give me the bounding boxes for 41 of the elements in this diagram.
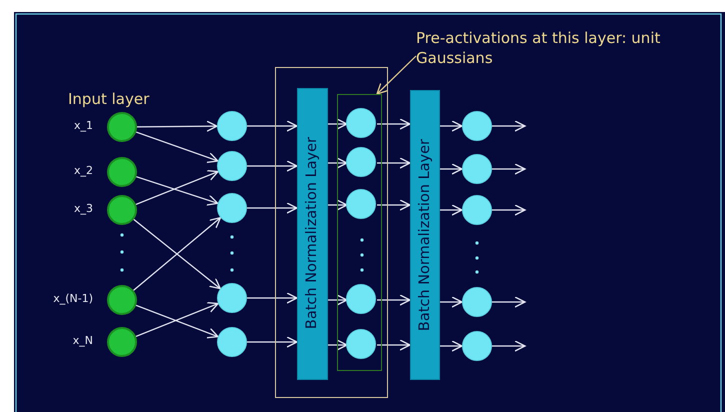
input-label: x_N [72,334,93,347]
arrow [377,199,411,211]
arrow [136,176,218,206]
arrow [440,120,463,132]
highlight-frame [336,94,382,370]
arrow [440,163,463,175]
input-label: x_3 [74,202,93,215]
arrow [137,120,218,132]
input-label: x_(N-1) [53,292,93,305]
arrow [377,294,411,306]
arrow [328,157,348,169]
arrow [377,157,411,169]
arrow [247,336,298,348]
annotation-text: Pre-activations at this layer: unit Gaussians [416,28,661,70]
arrow [440,296,463,308]
group-frame [275,67,388,398]
arrow [136,131,218,163]
arrow [328,339,348,351]
arrow [492,340,526,352]
arrow [440,204,463,216]
arrow [247,120,298,132]
arrow [328,294,348,306]
arrow [247,202,298,214]
arrow [492,204,526,216]
input-label: x_2 [74,164,93,177]
arrow [377,339,411,351]
arrow [247,292,298,304]
arrow [492,120,526,132]
arrow [492,163,526,175]
arrow [377,118,411,130]
arrow [328,199,348,211]
layer-bar: Batch Normalization Layer [296,88,328,380]
arrow [492,296,526,308]
arrow [136,170,219,205]
layer-bar: Batch Normalization Layer [410,90,440,380]
arrow [328,118,348,130]
leader-arrow [376,56,416,95]
arrow [247,160,298,172]
arrow [440,340,463,352]
input-label: x_1 [74,119,93,132]
column-heading: Input layer [68,90,150,108]
